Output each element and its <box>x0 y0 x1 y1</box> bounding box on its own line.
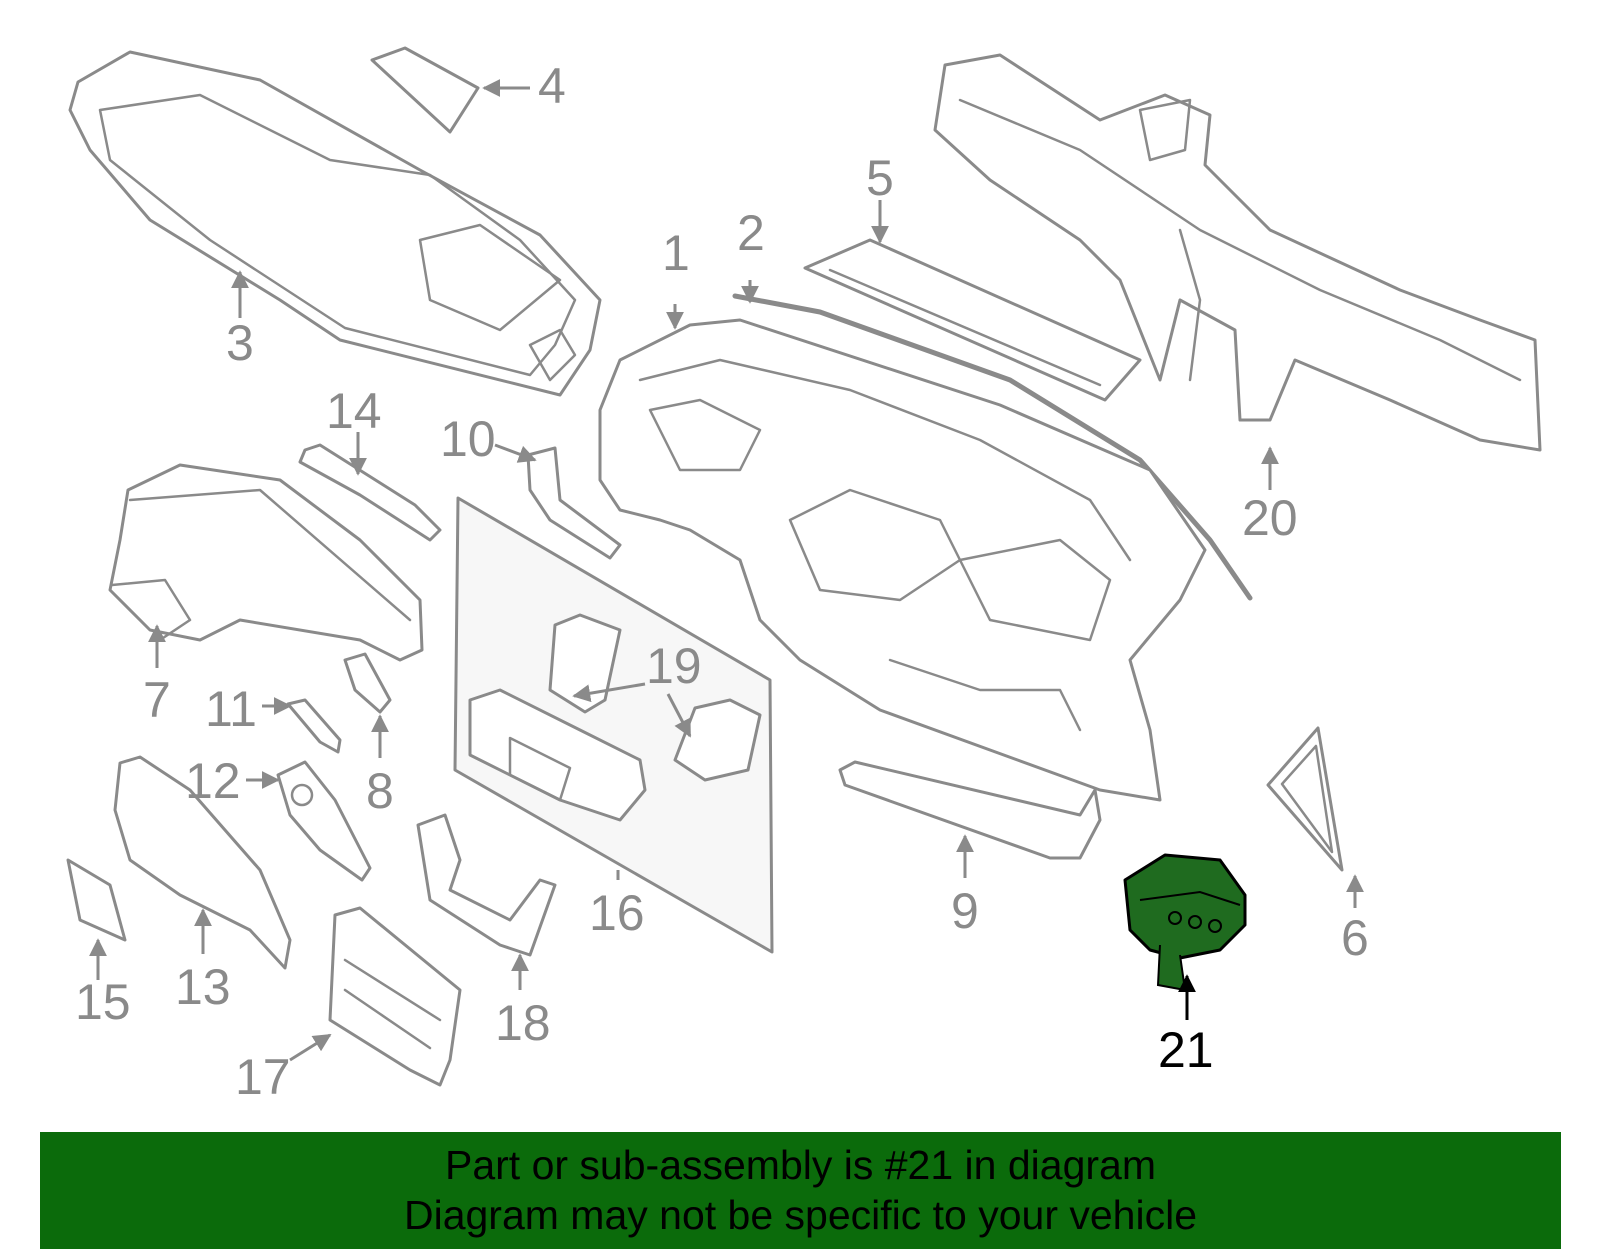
part-9-garnish-strip <box>838 760 1102 860</box>
part-10-garnish <box>526 446 622 560</box>
callout-13: 13 <box>175 959 231 1015</box>
exploded-parts-diagram: 1 2 3 4 5 6 7 8 9 10 11 12 13 14 15 16 1… <box>66 46 1542 1105</box>
part-18-bracket <box>416 813 557 957</box>
part-21-body <box>1123 853 1247 960</box>
part-3-upper-dash-cover <box>68 50 602 397</box>
part-4-speaker-grille <box>370 46 480 134</box>
part-21-airbag-module <box>1123 853 1247 992</box>
callout-14: 14 <box>326 383 382 439</box>
callout-5: 5 <box>866 150 894 206</box>
callout-12: 12 <box>185 753 241 809</box>
callout-labels: 1 2 3 4 5 6 7 8 9 10 11 12 13 14 15 16 1… <box>75 58 1369 1105</box>
callout-19: 19 <box>646 638 702 694</box>
callout-15: 15 <box>75 974 131 1030</box>
part-6-side-cover <box>1266 726 1344 872</box>
callout-11: 11 <box>205 681 257 737</box>
part-12-trim-panel <box>276 760 372 882</box>
callout-8: 8 <box>366 763 394 819</box>
leader-lines <box>89 79 1364 1062</box>
callout-9: 9 <box>951 883 979 939</box>
part-20-cross-car-beam <box>933 53 1542 452</box>
part-14-bracket <box>298 443 442 542</box>
callout-4: 4 <box>538 58 566 114</box>
part-17-center-fascia <box>328 906 462 1087</box>
part-15-small-cover <box>66 858 127 942</box>
part-8-cover <box>343 652 392 714</box>
banner-line-2: Diagram may not be specific to your vehi… <box>403 1192 1197 1238</box>
callout-20: 20 <box>1242 490 1298 546</box>
part-1-instrument-panel <box>598 318 1207 802</box>
callout-7: 7 <box>143 672 171 728</box>
callout-18: 18 <box>495 995 551 1051</box>
info-banner: Part or sub-assembly is #21 in diagram D… <box>40 1132 1561 1249</box>
callout-10: 10 <box>440 411 496 467</box>
callout-16: 16 <box>589 885 645 941</box>
callout-6: 6 <box>1341 910 1369 966</box>
callout-1: 1 <box>662 225 690 281</box>
part-11-bracket <box>286 698 342 754</box>
callout-21: 21 <box>1158 1022 1214 1078</box>
part-2-seal-strip <box>732 293 1253 601</box>
callout-17: 17 <box>235 1049 291 1105</box>
part-19-air-vents <box>468 613 762 822</box>
part-7-crash-pad-lower <box>108 463 424 662</box>
banner-line-1: Part or sub-assembly is #21 in diagram <box>445 1142 1156 1188</box>
part-16-inset-group <box>453 496 774 954</box>
callout-3: 3 <box>226 315 254 371</box>
part-13-lower-panel <box>113 755 292 970</box>
callout-2: 2 <box>737 205 765 261</box>
part-5-defroster-grille <box>803 238 1142 402</box>
